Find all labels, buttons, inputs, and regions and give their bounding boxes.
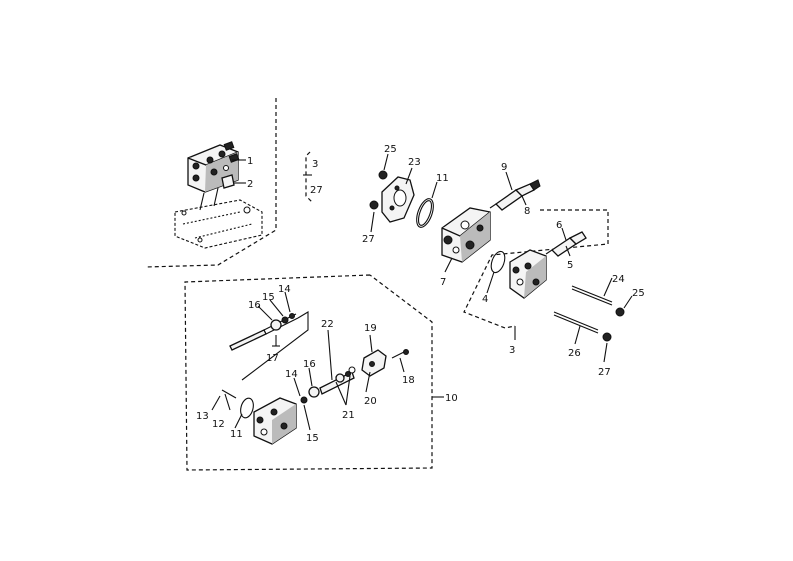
callout-5: 5 (567, 260, 573, 271)
callout-25-right: 25 (632, 288, 645, 299)
callout-1: 1 (247, 156, 253, 167)
callout-23: 23 (408, 157, 421, 168)
callout-bracket-top: 3 (312, 159, 318, 170)
callout-15-bottom: 15 (306, 433, 319, 444)
callout-25-top: 25 (384, 144, 397, 155)
valve-section-7 (441, 171, 541, 273)
callout-22: 22 (321, 319, 334, 330)
callout-bracket (303, 151, 313, 203)
callout-11-bottom: 11 (230, 429, 243, 440)
callout-2: 2 (247, 179, 253, 190)
callout-15-top: 15 (262, 292, 275, 303)
callout-4: 4 (482, 294, 488, 305)
callout-27-right: 27 (598, 367, 611, 378)
callout-13: 13 (196, 411, 209, 422)
callout-20: 20 (364, 396, 377, 407)
valve-assembly-overview (144, 98, 277, 268)
callout-bracket-bottom: 27 (310, 185, 323, 196)
callout-10: 10 (445, 393, 458, 404)
callout-26: 26 (568, 348, 581, 359)
callout-7: 7 (440, 277, 446, 288)
callout-19: 19 (364, 323, 377, 334)
callout-17: 17 (266, 353, 279, 364)
callout-18: 18 (402, 375, 415, 386)
callout-21: 21 (342, 410, 355, 421)
callout-6: 6 (556, 220, 562, 231)
callout-12: 12 (212, 419, 225, 430)
end-cover-group (369, 153, 438, 233)
valve-section-10 (211, 291, 409, 445)
callout-9: 9 (501, 162, 507, 173)
section-3-boundary (463, 209, 609, 329)
callout-11-top: 11 (436, 173, 449, 184)
callout-27-left: 27 (362, 234, 375, 245)
callout-16-bottom: 16 (303, 359, 316, 370)
callout-24: 24 (612, 274, 625, 285)
callout-14-top: 14 (278, 284, 291, 295)
callout-3: 3 (509, 345, 515, 356)
callout-8: 8 (524, 206, 530, 217)
section-10-boundary (184, 274, 433, 471)
valve-section-3 (486, 227, 633, 363)
callout-16-top: 16 (248, 300, 261, 311)
callout-14-bottom: 14 (285, 369, 298, 380)
